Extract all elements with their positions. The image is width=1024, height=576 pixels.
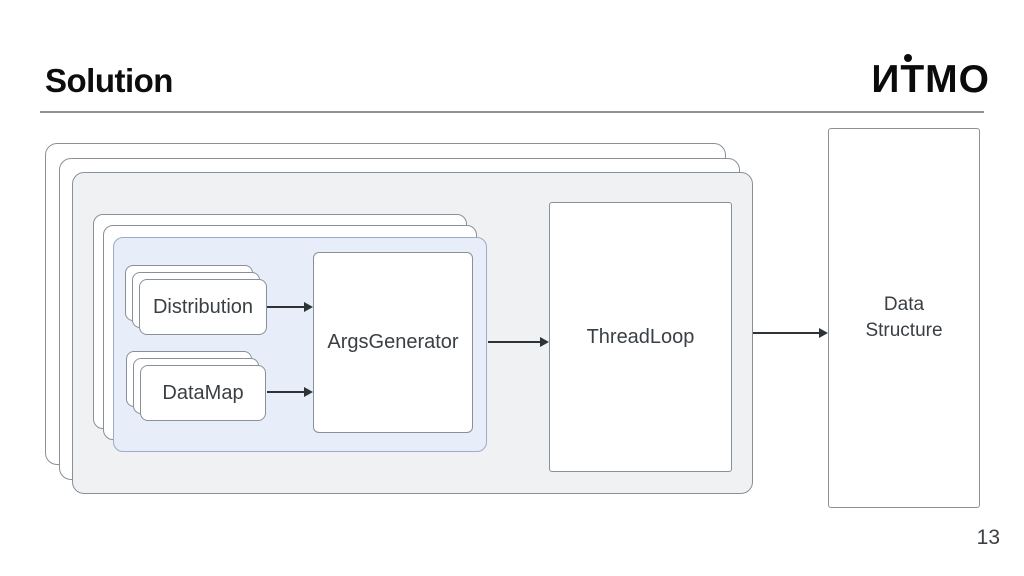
node-args-generator-label: ArgsGenerator bbox=[327, 331, 459, 353]
title-divider bbox=[40, 111, 984, 113]
node-distribution: Distribution bbox=[139, 279, 267, 335]
arrow-head-icon bbox=[540, 337, 549, 347]
itmo-logo: ИТМО bbox=[871, 54, 990, 101]
node-data-structure-label: Data Structure bbox=[865, 294, 943, 341]
arrow-head-icon bbox=[304, 302, 313, 312]
arrow-line bbox=[267, 306, 305, 308]
arrow-line bbox=[488, 341, 542, 343]
node-thread-loop: ThreadLoop bbox=[549, 202, 732, 472]
arrow-line bbox=[267, 391, 305, 393]
node-args-generator: ArgsGenerator bbox=[313, 252, 473, 433]
node-datamap-label: DataMap bbox=[162, 381, 244, 404]
node-data-structure: Data Structure bbox=[828, 128, 980, 508]
logo-dot-icon bbox=[904, 54, 913, 62]
itmo-logo-text: ИТМО bbox=[871, 58, 990, 101]
arrow-head-icon bbox=[304, 387, 313, 397]
node-thread-loop-label: ThreadLoop bbox=[586, 325, 695, 348]
node-distribution-label: Distribution bbox=[152, 295, 254, 318]
node-datamap: DataMap bbox=[140, 365, 266, 421]
page-title: Solution bbox=[45, 62, 173, 99]
arrow-line bbox=[753, 332, 820, 334]
arrow-head-icon bbox=[819, 328, 828, 338]
page-number: 13 bbox=[976, 526, 1000, 549]
